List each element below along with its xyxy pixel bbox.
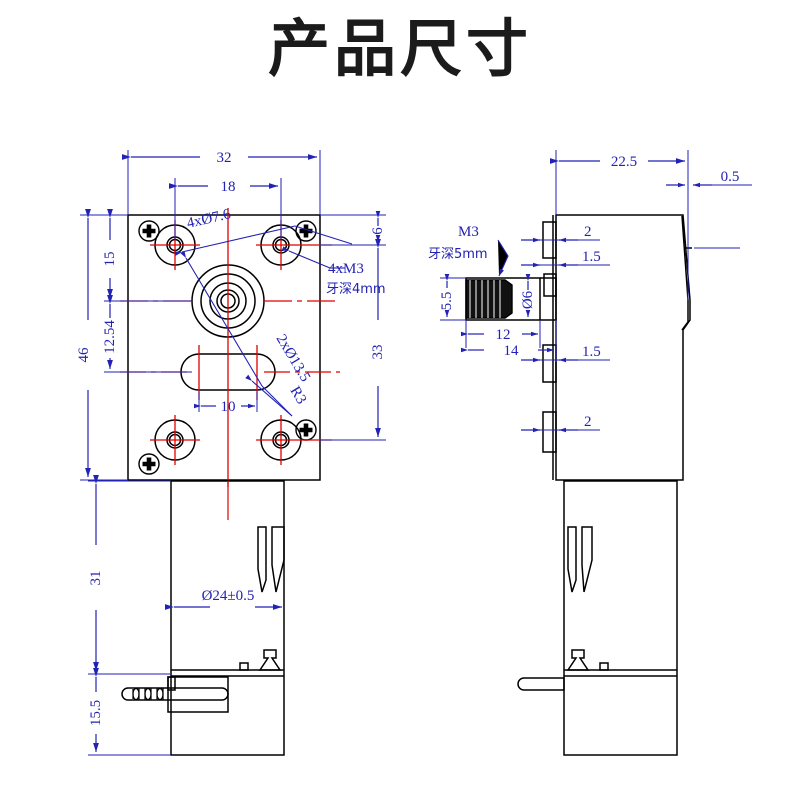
motor-rear-connector-front — [121, 676, 229, 713]
gearbox-side-outline — [552, 214, 691, 481]
callout-thread-side: M3 牙深5mm — [428, 224, 509, 277]
dim-boss-bottom-2: 2 — [521, 414, 600, 433]
page-title: 产品尺寸 — [267, 12, 532, 85]
side-boss-lower — [542, 344, 557, 383]
dim-label-32: 32 — [217, 150, 232, 166]
callout-label-r3: R3 — [287, 384, 310, 407]
front-view-group: 32 18 46 15 — [76, 150, 386, 756]
callout-slot-radius: R3 — [245, 374, 310, 417]
callout-label-thread-depth-5: 牙深5mm — [428, 247, 488, 262]
dim-height-46: 46 — [76, 209, 128, 481]
dim-label-12: 12 — [496, 327, 511, 343]
dim-label-d6: Ø6 — [520, 290, 536, 309]
dim-boss-upper-1-5: 1.5 — [521, 249, 610, 268]
side-boss-top — [542, 221, 557, 259]
callout-label-m3: M3 — [458, 224, 479, 240]
dim-shaft-diameter-d6: Ø6 — [520, 274, 536, 317]
corner-screw-top-left — [138, 220, 160, 242]
dim-label-46: 46 — [76, 347, 92, 363]
motor-shaft-side — [517, 677, 565, 691]
dim-label-31: 31 — [88, 571, 104, 586]
dim-label-10: 10 — [221, 399, 236, 415]
dim-label-boss-upper-1-5: 1.5 — [582, 249, 601, 265]
dim-shaft-14: 14 — [461, 320, 557, 362]
callout-thread-front: 4xM3 牙深4mm — [281, 246, 386, 297]
dim-slot-10: 10 — [194, 392, 258, 415]
dim-label-15-5: 15.5 — [88, 700, 104, 726]
dim-shaft-12: 12 — [461, 320, 541, 348]
motor-connector-knurl — [132, 687, 164, 701]
motor-body-front — [170, 480, 285, 756]
dim-label-14: 14 — [504, 343, 520, 359]
dim-motor-height-31: 31 — [88, 475, 171, 675]
dim-depth-22-5: 22.5 — [550, 150, 689, 300]
dim-lip-0-5: 0.5 — [666, 169, 752, 249]
centerlines-front — [120, 208, 340, 487]
dim-right-33: 33 — [320, 239, 386, 441]
gearbox-plate-outline — [127, 214, 321, 481]
motor-body-side — [563, 480, 678, 756]
dim-label-boss-top-2: 2 — [584, 224, 592, 240]
callout-label-4xm3: 4xM3 — [328, 261, 364, 277]
dim-label-15: 15 — [102, 252, 118, 267]
dim-label-motor-diameter: Ø24±0.5 — [202, 588, 255, 604]
corner-screw-bottom-left — [138, 453, 160, 475]
dim-shaft-flat-5-5: 5.5 — [439, 274, 466, 321]
dim-label-boss-bottom-2: 2 — [584, 414, 592, 430]
dim-motor-diameter: Ø24±0.5 — [165, 588, 282, 610]
dim-label-12-54: 12.54 — [102, 320, 118, 354]
dim-rear-cap-15-5: 15.5 — [88, 668, 171, 756]
set-screw-side — [465, 279, 513, 319]
dim-boss-top-2: 2 — [521, 224, 600, 243]
dim-boss-lower-1-5: 1.5 — [521, 344, 610, 363]
dim-right-6: 6 — [320, 211, 386, 246]
side-view-group: 22.5 0.5 2 1.5 — [428, 150, 752, 756]
side-boss-bottom — [542, 411, 557, 453]
callout-label-2xd13-5: 2xØ13.5 — [273, 332, 314, 385]
dim-label-18: 18 — [221, 179, 236, 195]
dim-top-to-hub-15: 15 — [102, 209, 192, 302]
dim-label-boss-lower-1-5: 1.5 — [582, 344, 601, 360]
dim-label-33: 33 — [370, 345, 386, 360]
dim-hub-to-slot-12-54: 12.54 — [102, 295, 192, 373]
dim-label-22-5: 22.5 — [611, 154, 637, 170]
dim-width-32: 32 — [122, 150, 321, 215]
dim-label-5-5: 5.5 — [439, 292, 455, 311]
dim-label-0-5: 0.5 — [721, 169, 740, 185]
callout-label-counterbore: 4xØ7.6 — [185, 206, 233, 232]
callout-label-thread-depth-4: 牙深4mm — [326, 282, 386, 297]
dim-label-6: 6 — [370, 227, 386, 235]
